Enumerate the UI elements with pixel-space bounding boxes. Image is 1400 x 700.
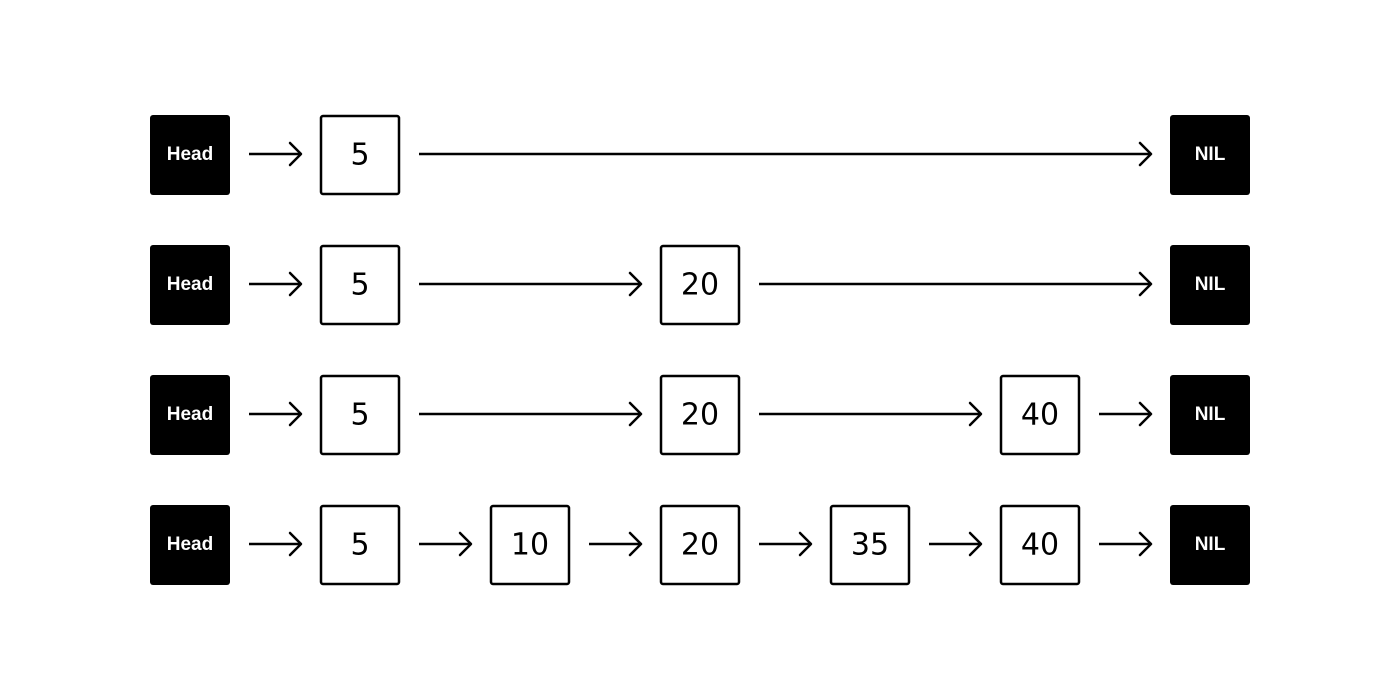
pointer-arrow (1099, 531, 1153, 557)
nil-node: NIL (1170, 115, 1250, 195)
pointer-arrow (589, 531, 643, 557)
node-value: 5 (350, 528, 369, 563)
pointer-arrow (419, 141, 1153, 167)
pointer-arrow (419, 531, 473, 557)
list-node: 20 (659, 374, 741, 456)
pointer-arrow (419, 271, 643, 297)
node-value: 40 (1021, 528, 1059, 563)
head-label: Head (167, 274, 213, 295)
head-node: Head (150, 245, 230, 325)
nil-node: NIL (1170, 505, 1250, 585)
level-row: Head 5 10 20 35 40 NIL (150, 504, 1250, 586)
list-node: 5 (319, 244, 401, 326)
nil-label: NIL (1195, 144, 1226, 165)
nil-node: NIL (1170, 245, 1250, 325)
head-node: Head (150, 375, 230, 455)
level-row: Head 5 20 NIL (150, 244, 1250, 326)
pointer-arrow (249, 141, 303, 167)
level-row: Head 5 NIL (150, 114, 1250, 196)
pointer-arrow (419, 401, 643, 427)
node-value: 20 (681, 528, 719, 563)
pointer-arrow (249, 271, 303, 297)
list-node: 5 (319, 374, 401, 456)
list-node: 40 (999, 504, 1081, 586)
node-value: 20 (681, 398, 719, 433)
list-node: 40 (999, 374, 1081, 456)
node-value: 5 (350, 268, 369, 303)
head-node: Head (150, 505, 230, 585)
level-row: Head 5 20 40 NIL (150, 374, 1250, 456)
node-value: 10 (511, 528, 549, 563)
nil-label: NIL (1195, 274, 1226, 295)
head-label: Head (167, 534, 213, 555)
pointer-arrow (249, 401, 303, 427)
node-value: 5 (350, 398, 369, 433)
head-label: Head (167, 404, 213, 425)
head-label: Head (167, 144, 213, 165)
pointer-arrow (759, 531, 813, 557)
list-node: 20 (659, 244, 741, 326)
list-node: 10 (489, 504, 571, 586)
pointer-arrow (759, 271, 1153, 297)
pointer-arrow (249, 531, 303, 557)
head-node: Head (150, 115, 230, 195)
list-node: 5 (319, 504, 401, 586)
list-node: 20 (659, 504, 741, 586)
node-value: 5 (350, 138, 369, 173)
node-value: 40 (1021, 398, 1059, 433)
nil-label: NIL (1195, 404, 1226, 425)
list-node: 5 (319, 114, 401, 196)
list-node: 35 (829, 504, 911, 586)
nil-label: NIL (1195, 534, 1226, 555)
node-value: 20 (681, 268, 719, 303)
node-value: 35 (851, 528, 889, 563)
pointer-arrow (929, 531, 983, 557)
pointer-arrow (759, 401, 983, 427)
pointer-arrow (1099, 401, 1153, 427)
nil-node: NIL (1170, 375, 1250, 455)
